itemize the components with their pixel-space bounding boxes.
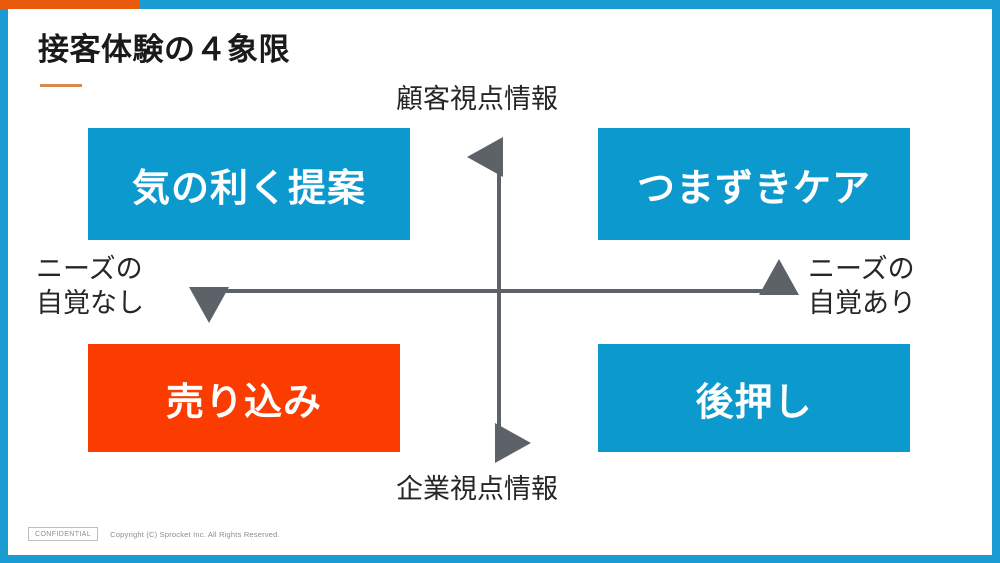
axis-label-right-line2: 自覚あり bbox=[808, 288, 916, 318]
quadrant-box-top-right: つまずきケア bbox=[598, 128, 910, 240]
quadrant-box-top-left: 気の利く提案 bbox=[88, 128, 410, 240]
axis-label-top: 顧客視点情報 bbox=[396, 84, 558, 114]
axis-label-left-line2: 自覚なし bbox=[36, 288, 144, 318]
quadrant-box-bottom-left: 売り込み bbox=[88, 344, 400, 452]
copyright-notice: Copyright (C) Sprocket Inc. All Rights R… bbox=[110, 529, 280, 539]
axis-label-bottom: 企業視点情報 bbox=[396, 474, 558, 504]
slide-footer: CONFIDENTIAL Copyright (C) Sprocket Inc.… bbox=[28, 527, 280, 541]
frame-border-bottom bbox=[0, 555, 1000, 563]
top-accent-bar-blue bbox=[139, 0, 1000, 9]
slide-title: 接客体験の４象限 bbox=[38, 32, 290, 67]
quadrant-box-bottom-right: 後押し bbox=[598, 344, 910, 452]
frame-border-left bbox=[0, 9, 8, 555]
title-underline-rule bbox=[40, 84, 82, 87]
confidential-badge: CONFIDENTIAL bbox=[28, 527, 99, 541]
axis-label-left: ニーズの 自覚なし bbox=[36, 252, 144, 320]
axis-label-right: ニーズの 自覚あり bbox=[808, 252, 916, 320]
axis-label-right-line1: ニーズの bbox=[808, 254, 915, 284]
top-accent-bar-orange bbox=[0, 0, 139, 9]
frame-border-right bbox=[992, 9, 1000, 555]
axis-label-left-line1: ニーズの bbox=[36, 254, 143, 284]
